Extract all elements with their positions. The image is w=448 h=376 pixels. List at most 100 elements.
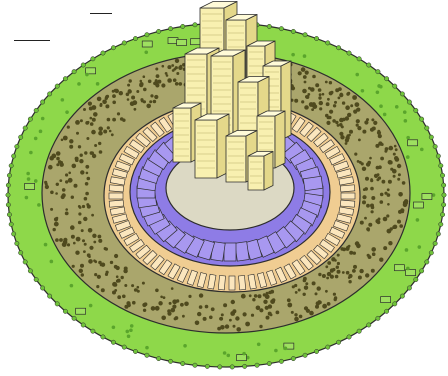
tree — [89, 246, 93, 250]
hedge-bush — [47, 92, 51, 96]
tree — [387, 229, 392, 234]
tree — [126, 301, 130, 305]
hedge-bush — [433, 144, 437, 148]
tree — [359, 269, 363, 273]
tree — [318, 96, 321, 99]
farm-shed — [406, 270, 416, 276]
tree — [387, 193, 391, 197]
shrub — [355, 73, 359, 77]
tree — [146, 104, 151, 109]
tree — [306, 309, 310, 313]
tree — [65, 208, 68, 211]
tree — [112, 118, 116, 122]
tree — [92, 105, 97, 110]
tree — [154, 95, 158, 99]
hedge-bush — [101, 51, 105, 55]
tree — [221, 313, 224, 316]
tree — [188, 295, 191, 298]
tree — [69, 145, 73, 149]
tree — [105, 248, 108, 251]
tree — [382, 180, 386, 184]
tree — [327, 302, 331, 306]
tree — [401, 210, 404, 213]
hedge-bush — [81, 323, 85, 327]
shrub — [96, 82, 100, 86]
shrub — [144, 50, 148, 54]
tree — [372, 252, 376, 256]
tree — [294, 284, 297, 287]
tree — [316, 301, 320, 305]
tree — [340, 93, 343, 96]
hedge-bush — [314, 36, 318, 40]
tree — [122, 295, 126, 299]
tree — [376, 166, 380, 170]
row-house — [109, 185, 123, 192]
hedge-bush — [91, 329, 95, 333]
shrub — [25, 196, 29, 200]
mid-rise-block — [303, 176, 323, 190]
tree — [110, 261, 113, 264]
tree — [67, 126, 70, 129]
tree — [56, 163, 59, 166]
hedge-bush — [40, 286, 44, 290]
farm-shed — [394, 265, 404, 271]
shrub — [242, 352, 246, 356]
hedge-bush — [122, 345, 126, 349]
tree — [302, 89, 307, 94]
tree — [298, 71, 302, 75]
tree — [90, 122, 94, 126]
tree — [365, 273, 369, 277]
tree — [174, 317, 177, 320]
hedge-bush — [442, 193, 446, 197]
tree — [155, 306, 160, 311]
shrub — [70, 284, 74, 288]
tree — [252, 298, 255, 301]
hedge-bush — [425, 126, 429, 130]
tree — [265, 294, 270, 299]
hedge-bush — [6, 183, 10, 187]
hedge-bush — [376, 316, 380, 320]
tree — [322, 304, 327, 309]
tree — [334, 101, 337, 104]
tree — [144, 302, 148, 306]
tree — [357, 160, 360, 163]
tree — [358, 276, 362, 280]
hedge-bush — [133, 36, 137, 40]
row-house — [340, 200, 354, 207]
tree — [287, 303, 292, 308]
tree — [55, 238, 59, 242]
tree — [236, 327, 241, 332]
tree — [153, 100, 157, 104]
hedge-bush — [429, 135, 433, 139]
tree — [103, 130, 107, 134]
tree — [346, 271, 350, 275]
hedge-bush — [193, 363, 197, 367]
tree — [232, 309, 236, 313]
hedge-bush — [18, 135, 22, 139]
tree — [98, 142, 101, 145]
hedge-bush — [336, 46, 340, 50]
tree — [155, 79, 158, 82]
tree — [263, 300, 267, 304]
farm-shed — [408, 140, 418, 146]
tree — [235, 316, 239, 320]
tree — [81, 273, 84, 276]
tree — [353, 265, 357, 269]
shrub — [65, 110, 69, 114]
tree — [84, 197, 88, 201]
shrub — [383, 113, 387, 117]
hedge-bush — [193, 23, 197, 27]
tree — [371, 269, 375, 273]
tree — [45, 185, 49, 189]
tree — [82, 239, 85, 242]
hedge-bush — [414, 277, 418, 281]
tree — [54, 222, 59, 227]
tree — [141, 100, 144, 103]
tree — [342, 271, 345, 274]
tree — [388, 160, 393, 165]
tree — [328, 116, 332, 120]
hedge-bush — [425, 260, 429, 264]
shrub — [403, 110, 407, 114]
tree — [301, 67, 306, 72]
row-house — [340, 185, 354, 192]
